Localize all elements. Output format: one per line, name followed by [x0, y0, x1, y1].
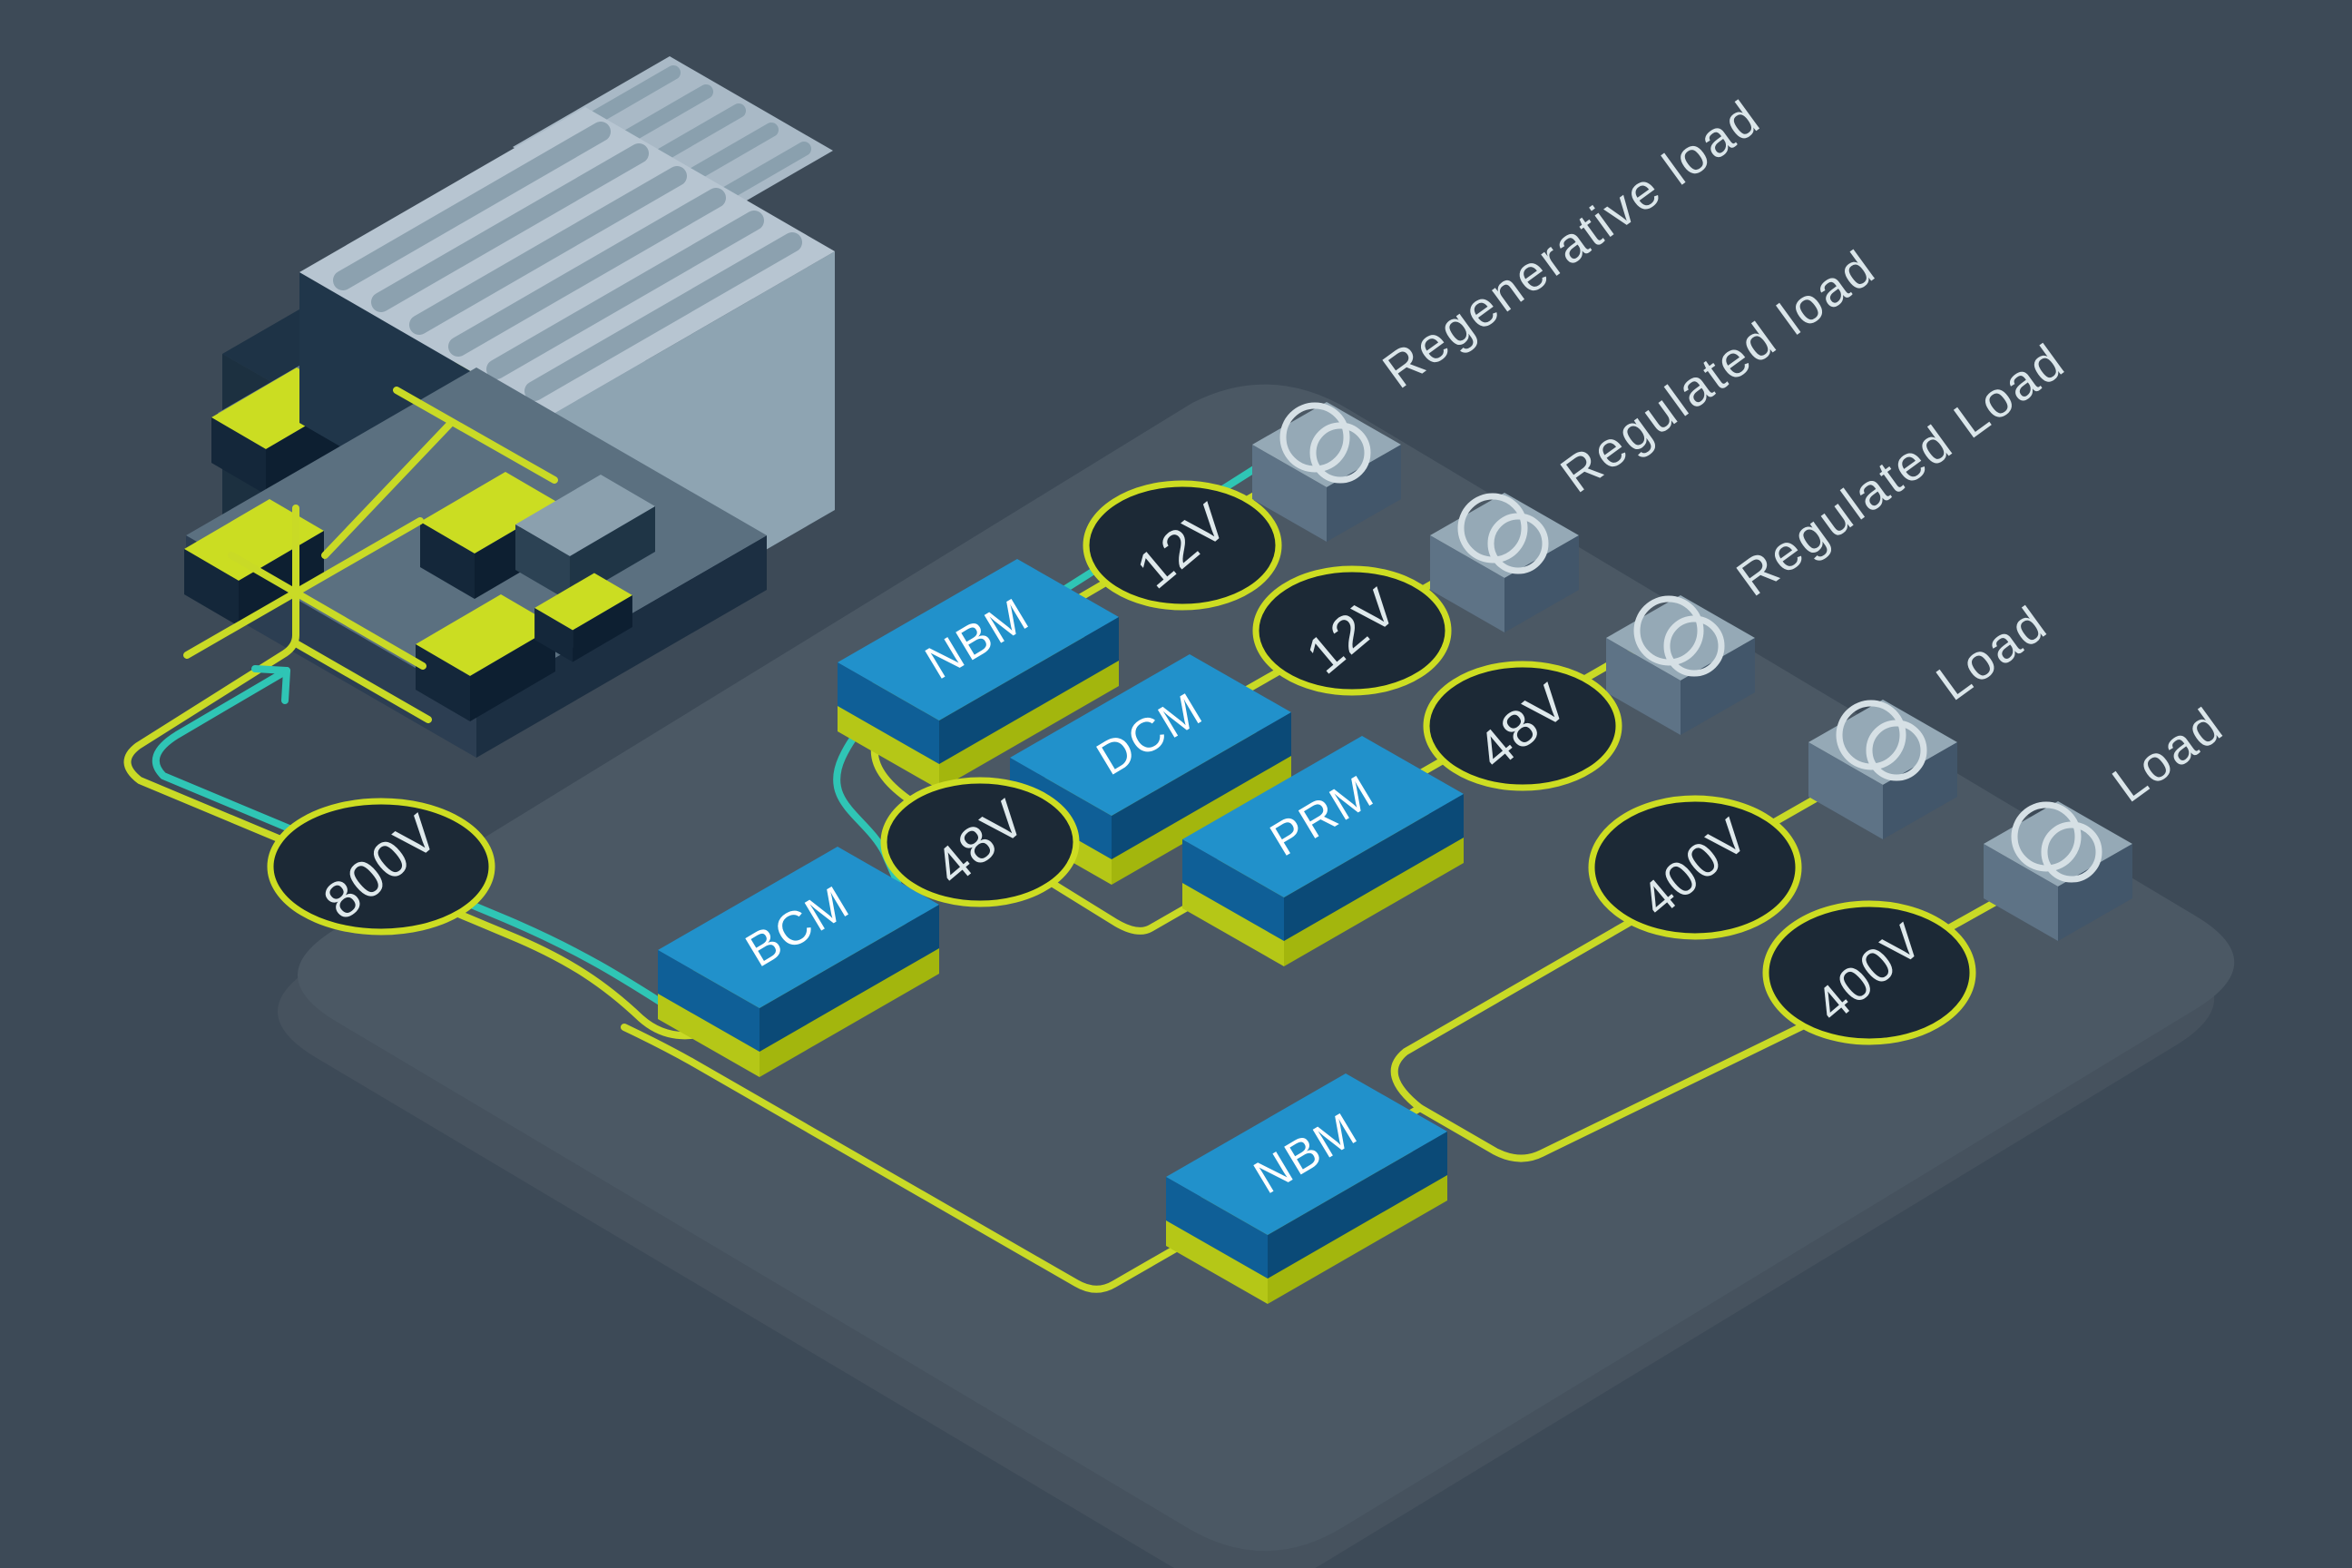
- node-400v-b: 400V: [1766, 904, 1973, 1042]
- regen-arrow-icon: [251, 665, 290, 704]
- battery-wire: [228, 552, 426, 670]
- hv-trunk-line: [621, 1024, 1424, 1293]
- node-48v-a: 48V: [884, 780, 1076, 904]
- battery-illustration: [183, 56, 835, 758]
- trunk-branch-400v-b: [1416, 989, 1875, 1162]
- node-12v-a: 12V: [1086, 484, 1279, 607]
- battery-wire: [393, 387, 558, 484]
- trunk-branch-400v-a: [1390, 881, 1699, 1112]
- battery-wire: [292, 640, 432, 723]
- battery-wire: [321, 419, 455, 559]
- node-48v-b: 48V: [1426, 664, 1619, 788]
- hv-bus-line: [123, 505, 820, 1040]
- node-400v-a: 400V: [1592, 799, 1798, 936]
- node-800v: 800V: [270, 801, 492, 932]
- battery-wire: [183, 517, 424, 659]
- prm-48v-line: [1044, 644, 1642, 935]
- node-12v-b: 12V: [1256, 569, 1448, 692]
